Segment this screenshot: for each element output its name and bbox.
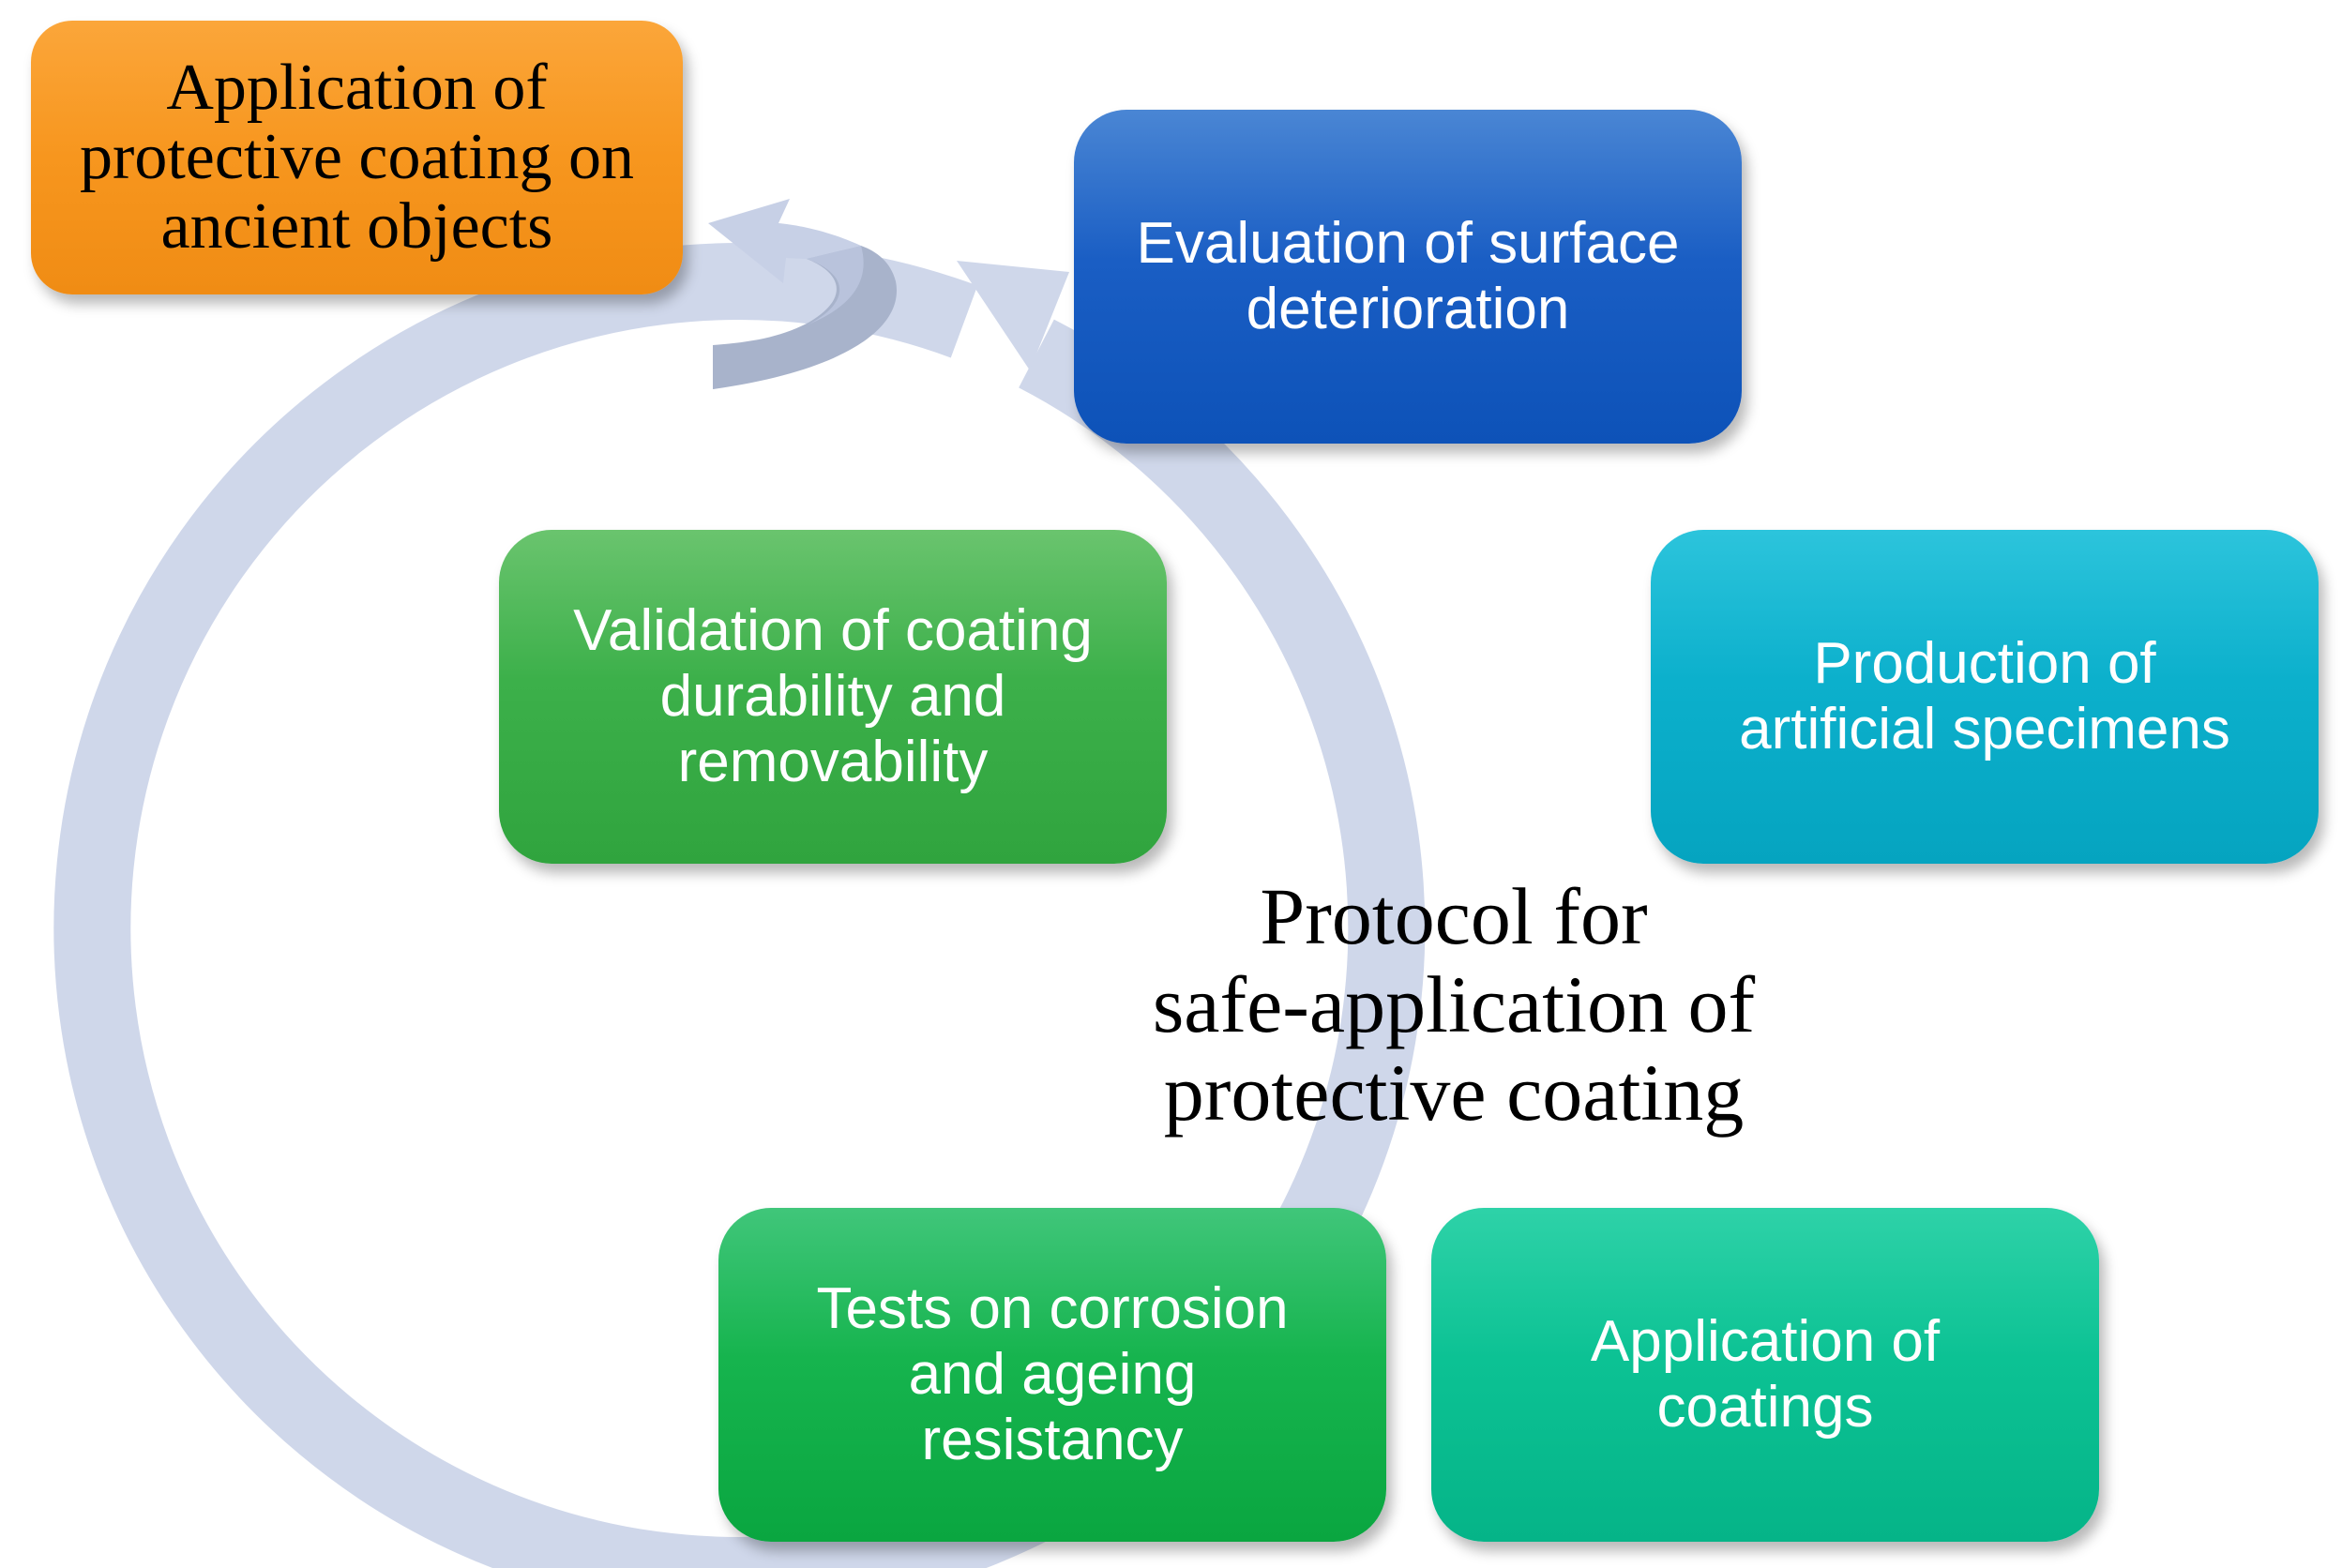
step-production-box: Production of artificial specimens <box>1651 530 2319 864</box>
step-tests-label: Tests on corrosion and ageing resistancy <box>816 1276 1289 1472</box>
step-evaluation-box: Evaluation of surface deterioration <box>1074 110 1742 444</box>
step-production-label: Production of artificial specimens <box>1739 631 2230 761</box>
step-application-coatings-box: Application of coatings <box>1431 1208 2099 1542</box>
step-tests-box: Tests on corrosion and ageing resistancy <box>718 1208 1386 1542</box>
step-evaluation-label: Evaluation of surface deterioration <box>1136 211 1680 341</box>
outcome-label: Application of protective coating on anc… <box>80 52 634 263</box>
curved-return-arrow <box>708 199 897 389</box>
step-validation-box: Validation of coating durability and rem… <box>499 530 1167 864</box>
cycle-ring-band <box>53 243 1426 1568</box>
cycle-arrowhead <box>957 261 1069 370</box>
step-application-coatings-label: Application of coatings <box>1590 1309 1941 1440</box>
center-title: Protocol for safe-application of protect… <box>1152 871 1756 1138</box>
outcome-box: Application of protective coating on anc… <box>31 21 683 294</box>
step-validation-label: Validation of coating durability and rem… <box>573 598 1093 794</box>
